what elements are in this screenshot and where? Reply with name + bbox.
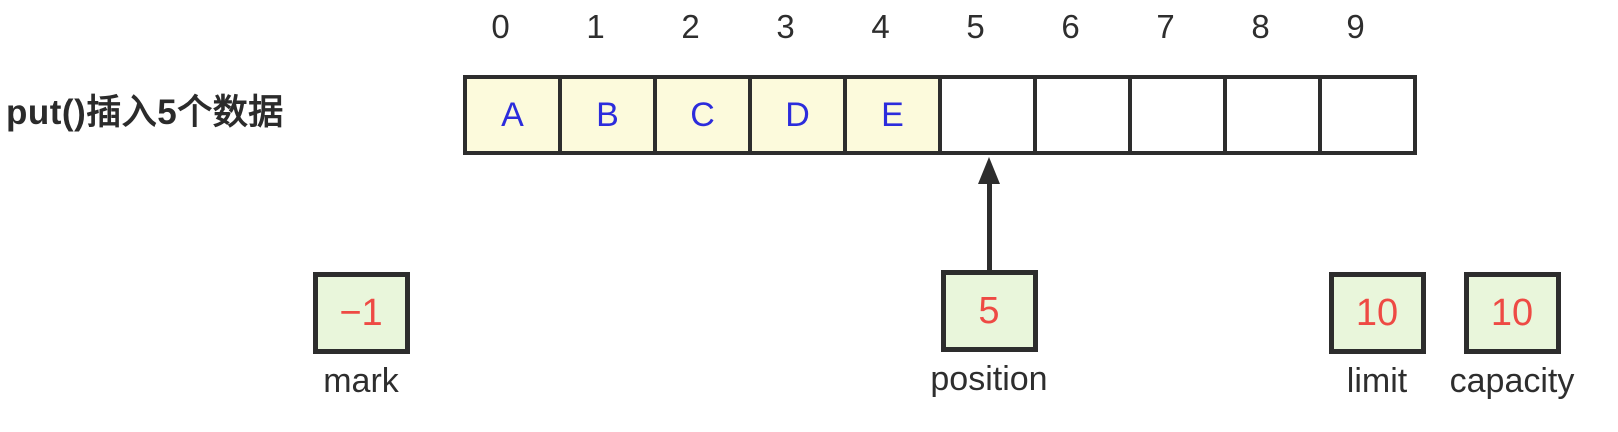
- position-label: position: [930, 360, 1048, 398]
- mark-value-box: −1: [312, 272, 410, 354]
- capacity-label: capacity: [1449, 362, 1575, 400]
- index-label-6: 6: [1061, 8, 1080, 45]
- buffer-cell-4: E: [847, 79, 942, 151]
- index-label-8: 8: [1251, 8, 1270, 45]
- index-label-9: 9: [1346, 8, 1365, 45]
- index-label-0: 0: [491, 8, 510, 45]
- limit-value-box: 10: [1328, 272, 1426, 354]
- capacity-value: 10: [1490, 291, 1534, 334]
- position-arrow-head-icon: [978, 157, 1000, 184]
- capacity-value-box: 10: [1463, 272, 1561, 354]
- index-row: 0 1 2 3 4 5 6 7 8 9: [453, 8, 1403, 46]
- limit-value: 10: [1355, 291, 1399, 334]
- buffer-cell-3: D: [752, 79, 847, 151]
- position-value-box: 5: [940, 270, 1038, 352]
- buffer-cell-9: [1322, 79, 1413, 151]
- capacity-pointer: 10 capacity: [1432, 272, 1592, 399]
- position-arrow-shaft: [987, 181, 992, 272]
- buffer-cell-6: [1037, 79, 1132, 151]
- mark-label: mark: [323, 362, 399, 400]
- buffer-cell-2: C: [657, 79, 752, 151]
- position-value: 5: [978, 289, 1000, 332]
- limit-pointer: 10 limit: [1297, 272, 1457, 399]
- index-label-1: 1: [586, 8, 605, 45]
- mark-pointer: −1 mark: [281, 272, 441, 399]
- operation-annotation: put()插入5个数据: [6, 93, 284, 132]
- buffer-array: A B C D E: [463, 75, 1417, 155]
- buffer-cell-1: B: [562, 79, 657, 151]
- buffer-cell-5: [942, 79, 1037, 151]
- index-label-7: 7: [1156, 8, 1175, 45]
- index-label-3: 3: [776, 8, 795, 45]
- index-label-4: 4: [871, 8, 890, 45]
- buffer-cell-7: [1132, 79, 1227, 151]
- position-pointer: 5 position: [909, 270, 1069, 397]
- index-label-5: 5: [966, 8, 985, 45]
- buffer-cell-0: A: [467, 79, 562, 151]
- limit-label: limit: [1346, 362, 1408, 400]
- index-label-2: 2: [681, 8, 700, 45]
- mark-value: −1: [339, 291, 383, 334]
- buffer-cell-8: [1227, 79, 1322, 151]
